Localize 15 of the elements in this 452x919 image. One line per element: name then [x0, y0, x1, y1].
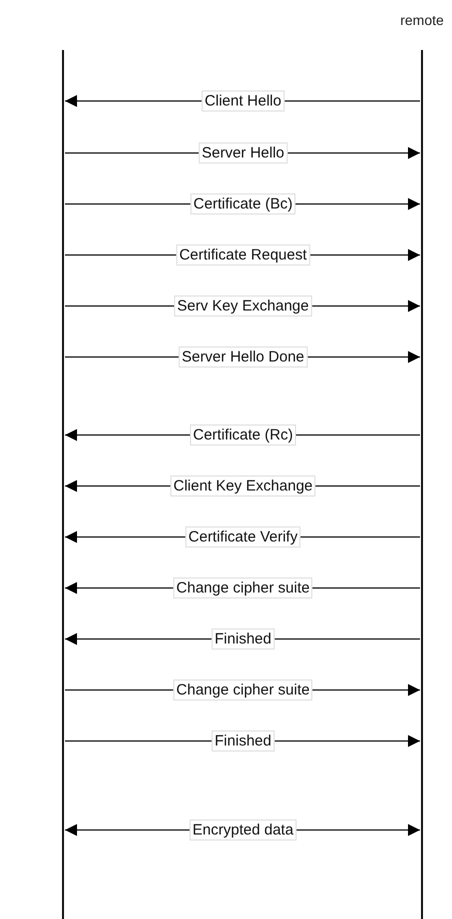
message-label: Server Hello Done	[178, 346, 308, 368]
message-label: Certificate Verify	[185, 526, 301, 548]
message-label: Certificate (Rc)	[190, 424, 296, 446]
message-label: Certificate (Bc)	[190, 194, 296, 214]
message-label: Finished	[212, 628, 274, 650]
message-label: Client Hello	[202, 90, 284, 112]
message-label: Finished	[212, 730, 274, 752]
message-label: Change cipher suite	[173, 578, 313, 598]
message-label: Serv Key Exchange	[174, 296, 312, 316]
message-label: Change cipher suite	[173, 680, 313, 700]
message-label: Encrypted data	[190, 820, 296, 840]
lifeline-title: remote	[400, 12, 444, 30]
message-label: Certificate Request	[176, 244, 310, 266]
message-label: Client Key Exchange	[170, 476, 316, 496]
message-label: Server Hello	[198, 142, 288, 164]
